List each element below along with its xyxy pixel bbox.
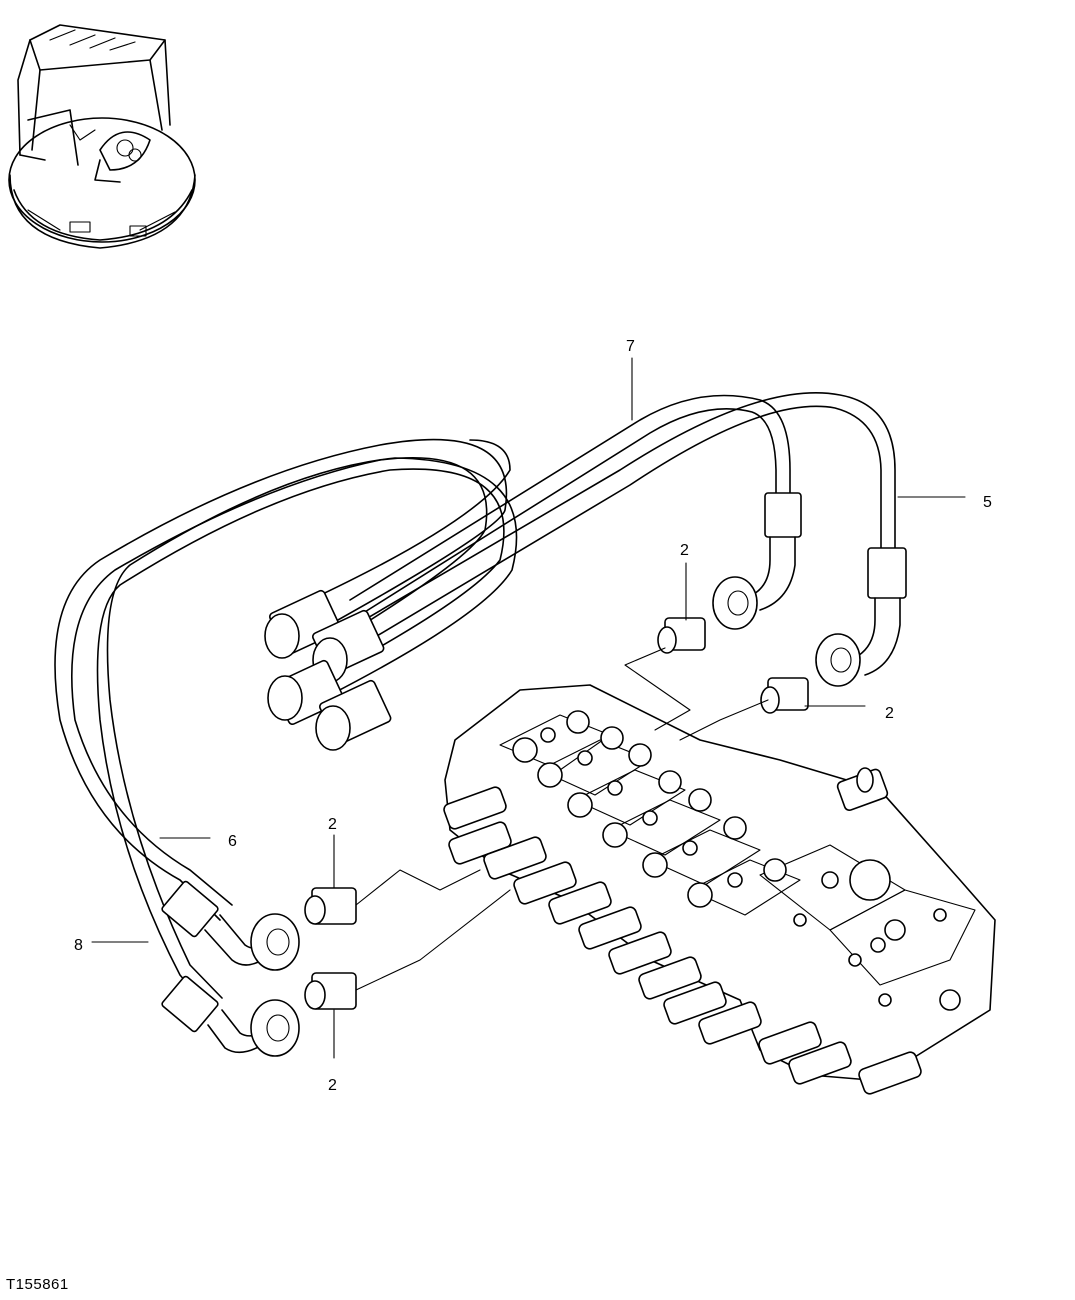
- callout-label: 8: [74, 937, 83, 954]
- callout-2-top: 2: [680, 542, 689, 621]
- callout-label: 7: [626, 338, 635, 355]
- callout-label: 5: [983, 494, 992, 511]
- callout-label: 2: [328, 816, 337, 833]
- adapter-fittings: [304, 617, 809, 1010]
- callout-label: 2: [328, 1077, 337, 1094]
- machine-locator-illustration: [8, 24, 196, 249]
- leader-lines: [355, 647, 769, 991]
- control-valve-assembly: [443, 684, 996, 1095]
- callout-2-bottom: 2: [328, 1009, 337, 1094]
- adapter-fitting: [304, 972, 357, 1010]
- callout-label: 6: [228, 833, 237, 850]
- callout-2-mid: 2: [328, 816, 337, 889]
- adapter-fitting: [304, 887, 357, 925]
- adapter-fitting: [657, 617, 706, 654]
- figure-id: T155861: [6, 1276, 69, 1293]
- callout-label: 2: [680, 542, 689, 559]
- callout-7: 7: [626, 338, 635, 421]
- callout-5: 5: [897, 494, 992, 511]
- callout-label: 2: [885, 705, 894, 722]
- coupler-cluster: [264, 589, 392, 751]
- callout-8: 8: [74, 937, 149, 954]
- callout-6: 6: [159, 833, 237, 850]
- hose-assemblies: [54, 392, 907, 1057]
- hose-7: [349, 394, 791, 601]
- callouts: 7 5 2 2 6 2 8 2: [74, 338, 992, 1094]
- adapter-fitting: [760, 677, 809, 714]
- hose-8: [96, 468, 505, 1011]
- callout-2-right: 2: [804, 705, 894, 722]
- hose-5: [329, 392, 896, 641]
